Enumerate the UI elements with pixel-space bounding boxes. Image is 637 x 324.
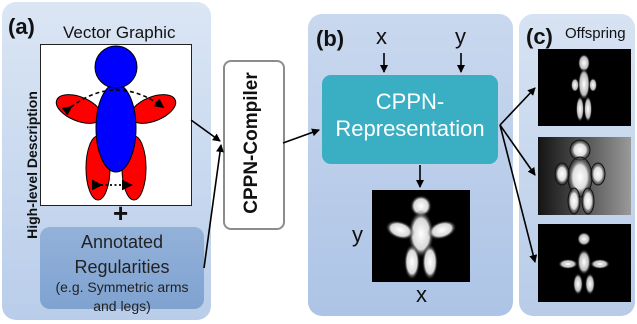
input-x-label: x xyxy=(376,24,387,49)
offspring-image-3 xyxy=(538,224,631,302)
cppn-representation-box: CPPN- Representation xyxy=(322,75,498,164)
vector-graphic-title: Vector Graphic xyxy=(63,23,176,42)
cppn-compiler-box xyxy=(223,60,285,230)
cppn-rep-line2: Representation xyxy=(335,116,485,141)
panel-a-label: (a) xyxy=(8,14,35,39)
cppn-compiler-label: CPPN-Compiler xyxy=(241,72,262,214)
vector-graphic-box xyxy=(40,44,192,206)
axis-y-label: y xyxy=(352,222,363,247)
axis-x-label: x xyxy=(416,282,427,307)
offspring-image-1 xyxy=(538,49,631,126)
annotated-line3: (e.g. Symmetric arms xyxy=(55,279,189,295)
body-shape xyxy=(95,83,137,173)
annotated-line4: and legs) xyxy=(93,298,151,314)
annotated-regularities-box: Annotated Regularities (e.g. Symmetric a… xyxy=(40,227,204,314)
vector-figure xyxy=(55,45,177,201)
annotated-line2: Regularities xyxy=(74,257,170,277)
head-shape xyxy=(94,45,138,89)
plus-sign: + xyxy=(113,198,129,228)
input-y-label: y xyxy=(455,24,466,49)
high-level-description-label: High-level Description xyxy=(24,91,40,239)
offspring-image-2 xyxy=(538,137,631,215)
annotated-line1: Annotated xyxy=(80,232,164,252)
offspring-title: Offspring xyxy=(565,25,626,42)
cppn-rep-line1: CPPN- xyxy=(375,89,445,114)
panel-b-label: (b) xyxy=(316,26,345,51)
arm-symmetry-arrow xyxy=(61,89,165,116)
cppn-output-image xyxy=(372,190,470,282)
panel-c-label: (c) xyxy=(526,24,553,49)
